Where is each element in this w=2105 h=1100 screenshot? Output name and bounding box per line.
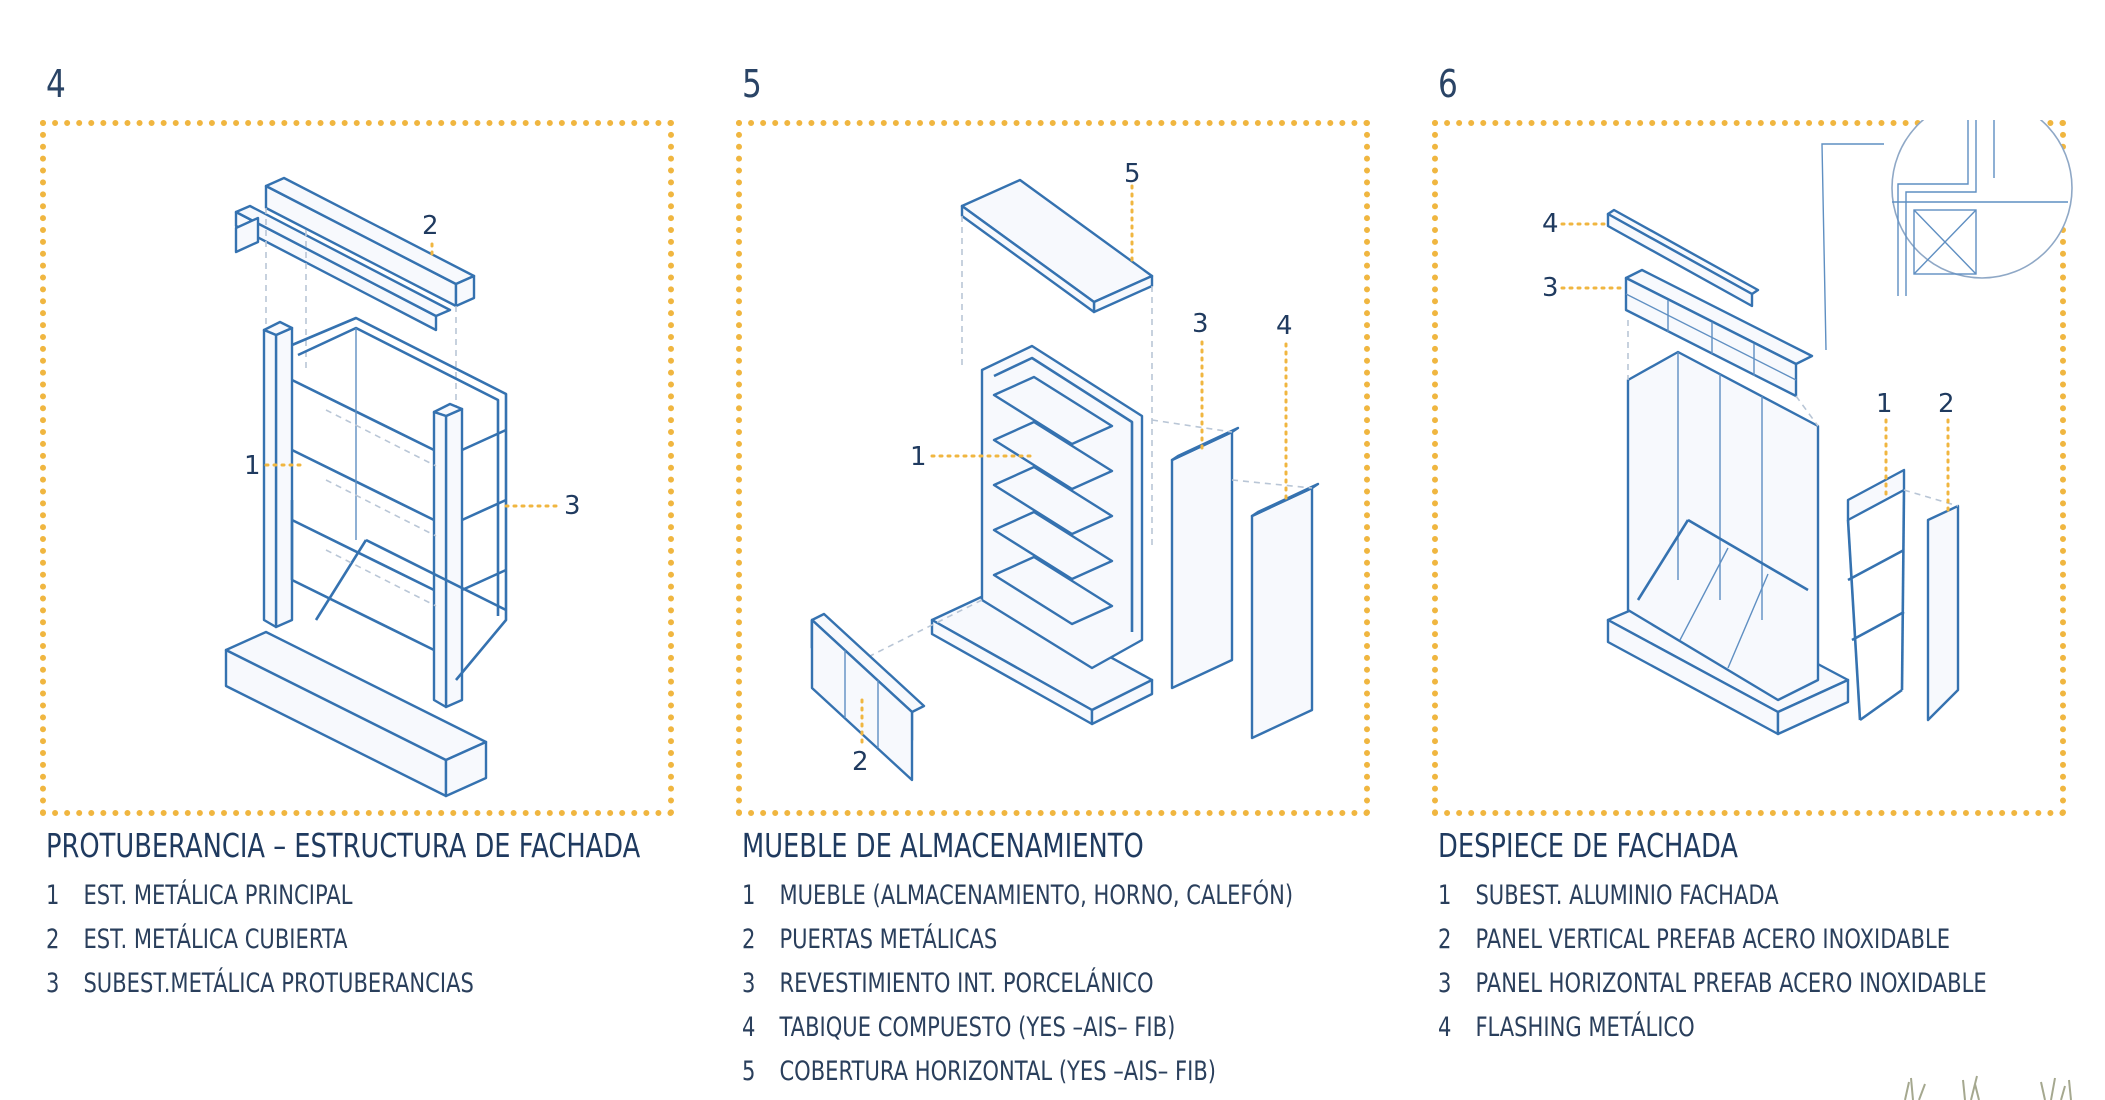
aluminium-substructure-part <box>1846 468 1906 722</box>
panel-title: DESPIECE DE FACHADA <box>1438 826 1738 865</box>
callout-1: 1 <box>244 451 261 481</box>
callout-1: 1 <box>1876 389 1893 419</box>
horizontal-cover-part <box>960 178 1154 550</box>
detail-pointer-line <box>1821 143 1884 351</box>
detail-circle <box>1891 120 2073 296</box>
callout-4: 4 <box>1542 209 1559 239</box>
dotted-frame <box>1432 120 2066 816</box>
exploded-facade-drawing: 4 3 1 2 <box>1542 120 2073 736</box>
panel-title: PROTUBERANCIA – ESTRUCTURA DE FACHADA <box>46 826 641 865</box>
panel-4: 4 <box>40 0 746 1100</box>
panel-number: 6 <box>1438 62 1459 106</box>
callout-4: 4 <box>1276 311 1293 341</box>
dotted-frame <box>40 120 674 816</box>
callout-3: 3 <box>564 491 581 521</box>
panel-6: 6 <box>1432 0 2105 1100</box>
panel-5: 5 <box>736 0 1442 1100</box>
cabinet-part <box>841 344 1154 726</box>
panel-number: 4 <box>46 62 67 106</box>
composite-partition-part <box>1231 479 1320 740</box>
callout-3: 3 <box>1542 273 1559 303</box>
callout-2: 2 <box>1938 389 1955 419</box>
vertical-panel-part <box>1903 489 1960 722</box>
panel-number: 5 <box>742 62 763 106</box>
callout-2: 2 <box>422 211 439 241</box>
porcelain-panel-part <box>1151 419 1240 690</box>
callout-5: 5 <box>1124 159 1141 189</box>
facade-module-part <box>1606 320 1850 736</box>
callout-1: 1 <box>910 442 927 472</box>
main-structure-part <box>224 316 508 798</box>
roof-beam-part <box>234 176 476 450</box>
callout-2: 2 <box>852 747 869 777</box>
callout-3: 3 <box>1192 309 1209 339</box>
flashing-part <box>1606 208 1760 308</box>
exploded-structure-drawing: 2 1 3 <box>224 176 581 798</box>
exploded-furniture-drawing: 5 1 3 4 2 <box>810 159 1320 782</box>
dotted-frame <box>736 120 1370 816</box>
plant-sketch <box>1904 1075 2072 1100</box>
panel-title: MUEBLE DE ALMACENAMIENTO <box>742 826 1144 865</box>
